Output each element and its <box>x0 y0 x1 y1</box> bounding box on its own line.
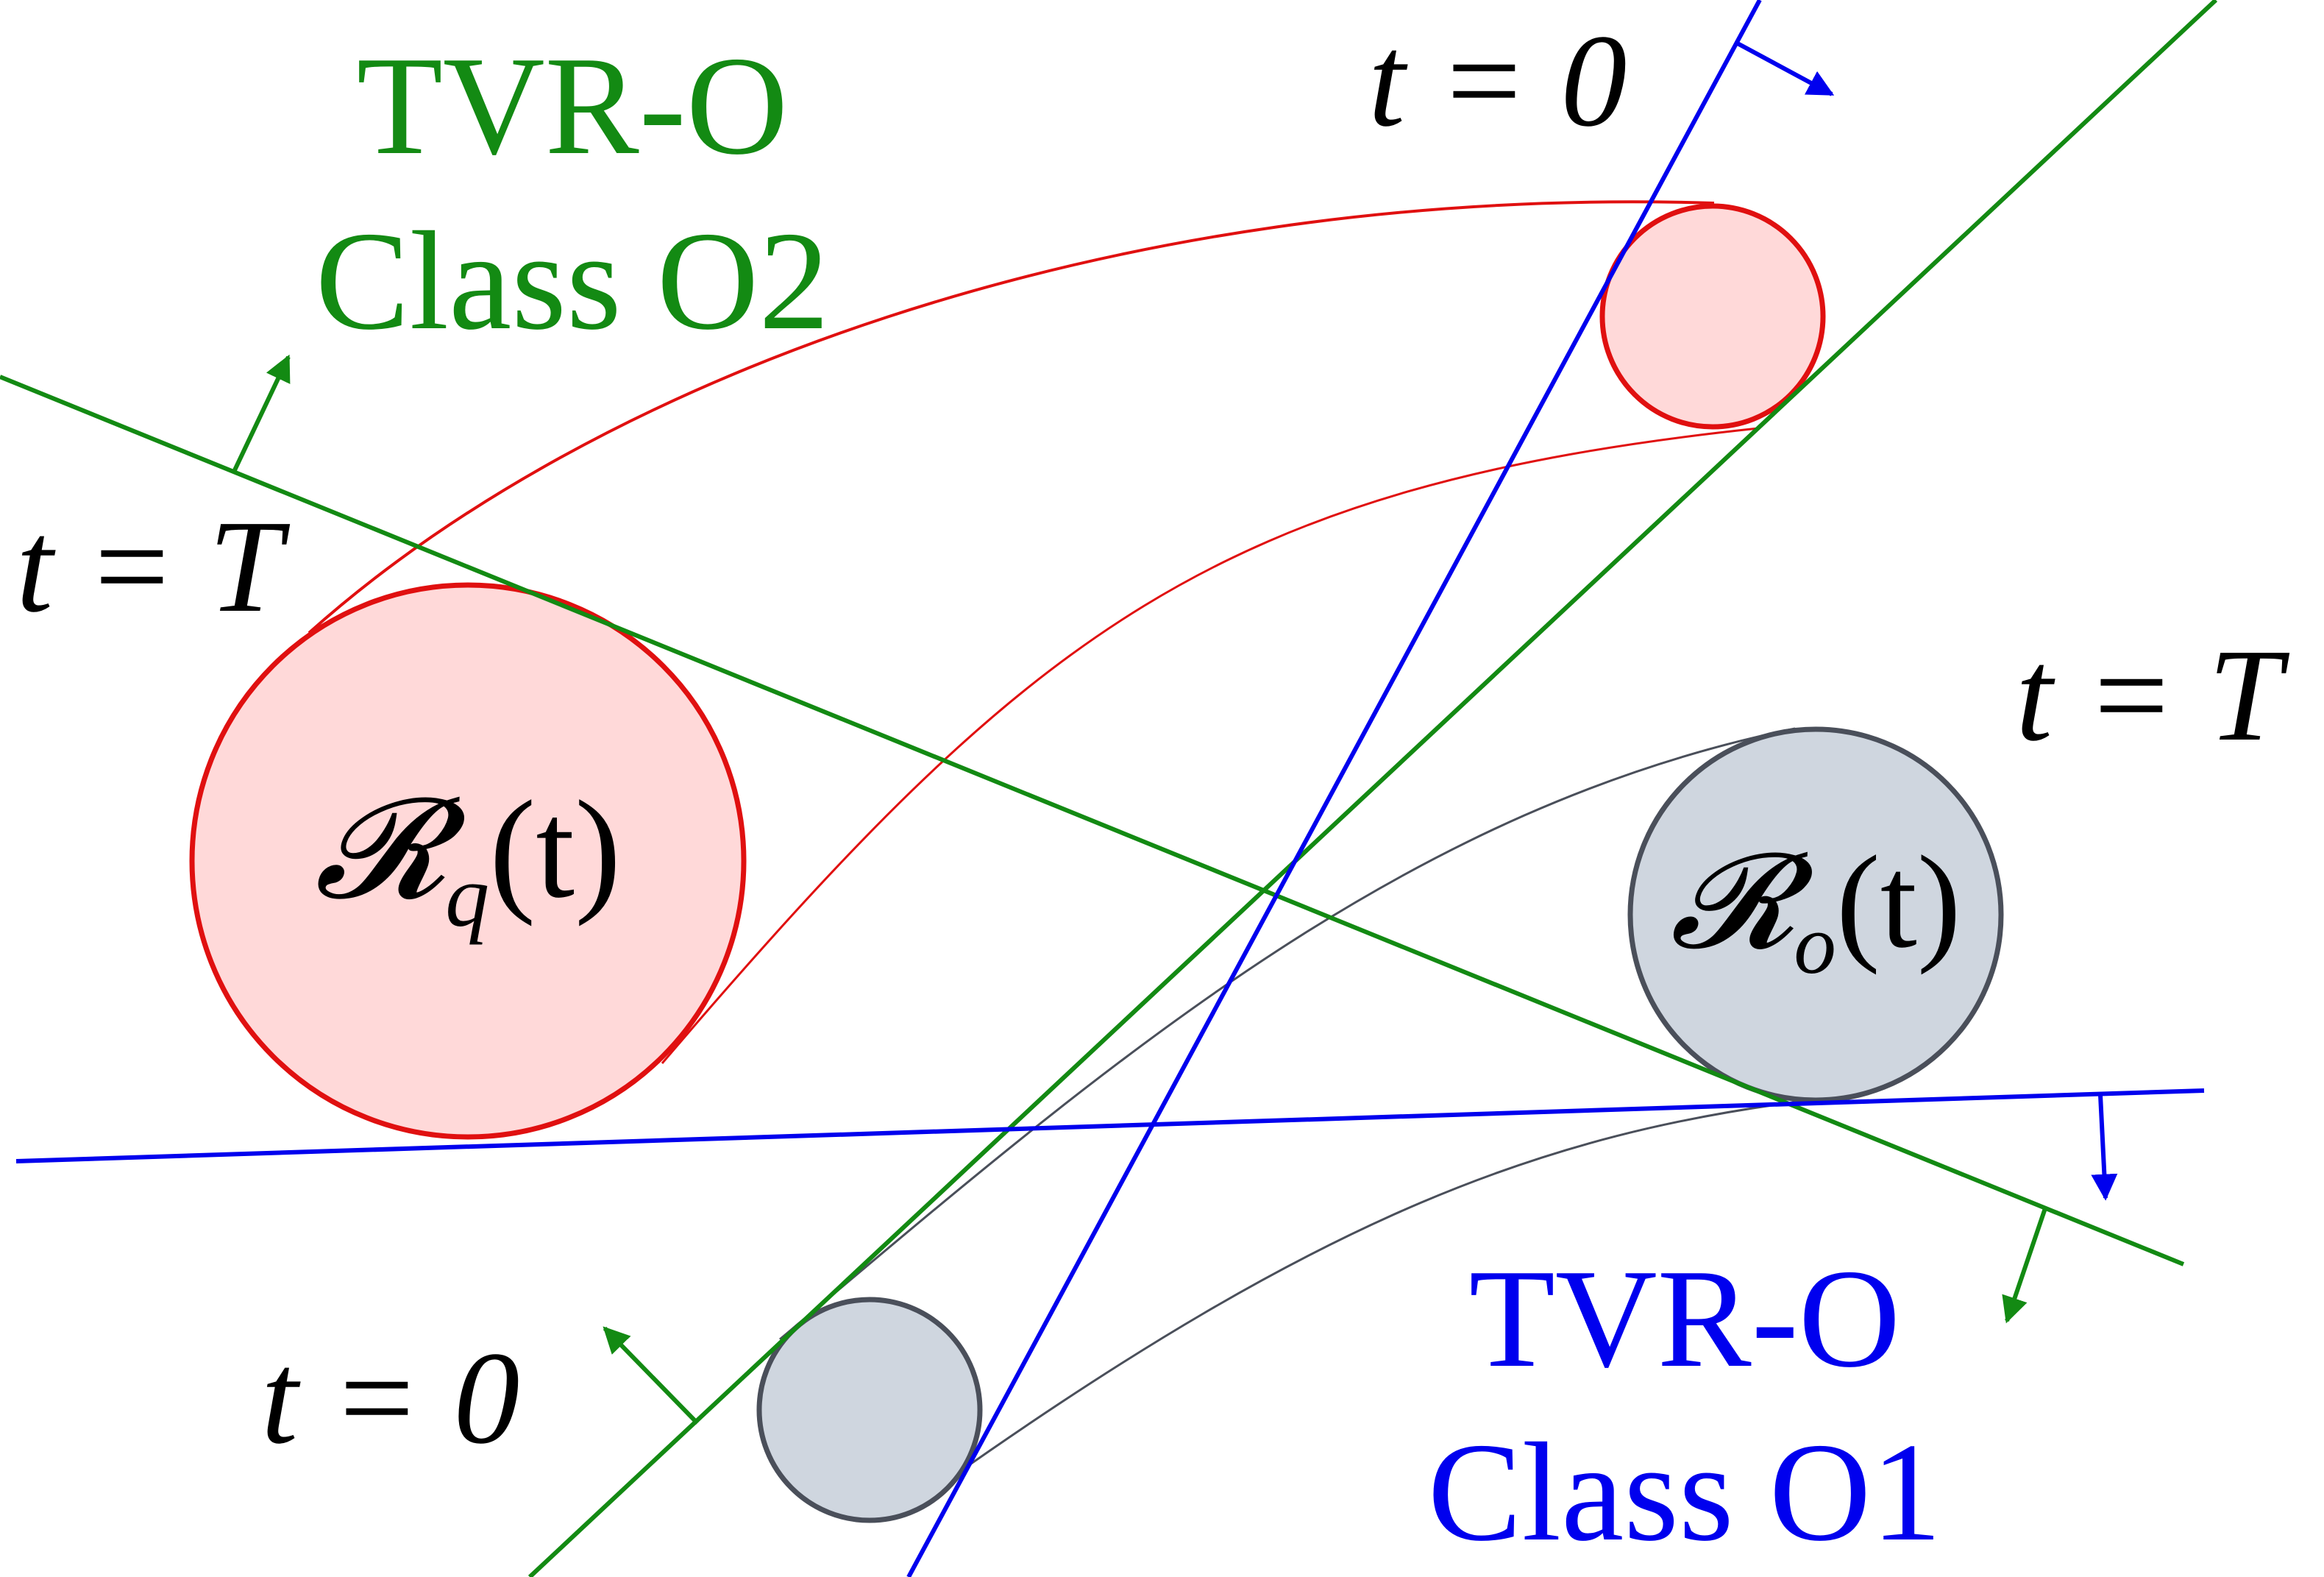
obstacle-region-sweep <box>756 726 2004 1523</box>
o2-line-t-0 <box>527 0 2218 1577</box>
obstacle-sweep-upper-curve <box>779 727 1796 1341</box>
title-o1-line2: Class O1 <box>1428 1414 1942 1570</box>
query-region-start-circle <box>1599 203 1826 430</box>
obstacle-region-arg: (t) <box>1836 829 1961 975</box>
query-region-label: 𝓡q(t) <box>315 773 622 945</box>
title-o2-line1: TVR-O <box>357 27 789 184</box>
query-region-subscript: q <box>445 847 489 945</box>
label-tT-left: t = T <box>16 493 290 639</box>
o2-line-t-T <box>0 375 2185 1266</box>
obstacle-region-subscript: o <box>1794 898 1836 991</box>
class-o2-halfplanes <box>0 0 2218 1577</box>
obstacle-region-start-circle <box>756 1297 983 1523</box>
obstacle-region-label: 𝓡o(t) <box>1670 829 1961 991</box>
query-sweep-upper-curve <box>308 200 1715 634</box>
query-region-arg: (t) <box>489 773 621 927</box>
query-region-letter: 𝓡 <box>315 773 467 927</box>
title-o2-line2: Class O2 <box>316 202 830 359</box>
o1-line-t-0 <box>906 0 1762 1577</box>
title-o1-line1: TVR-O <box>1469 1240 1901 1397</box>
label-tT-right: t = T <box>2016 622 2289 768</box>
obstacle-sweep-lower-curve <box>948 1099 1810 1481</box>
o1-normal-arrow-right <box>2091 1094 2118 1201</box>
query-sweep-lower-curve <box>661 427 1759 1064</box>
o2-normal-arrow-lower-left <box>603 1326 700 1425</box>
query-region-end-circle <box>189 582 747 1140</box>
o2-normal-arrow-upper <box>232 354 291 473</box>
obstacle-region-end-circle <box>1627 726 2004 1103</box>
o2-normal-arrow-lower-right <box>2002 1208 2047 1324</box>
time-labels: t = 0 t = T t = T t = 0 <box>16 7 2289 1471</box>
title-class-o1: TVR-O Class O1 <box>1428 1240 1942 1570</box>
title-class-o2: TVR-O Class O2 <box>316 27 830 359</box>
label-t0-bottom: t = 0 <box>261 1325 519 1471</box>
label-t0-top: t = 0 <box>1368 7 1627 154</box>
o1-line-t-T <box>15 1088 2205 1163</box>
obstacle-region-letter: 𝓡 <box>1670 829 1814 975</box>
query-region-sweep <box>189 200 1826 1140</box>
o1-normal-arrow-top <box>1735 40 1835 96</box>
class-o1-halfplanes <box>15 0 2205 1577</box>
